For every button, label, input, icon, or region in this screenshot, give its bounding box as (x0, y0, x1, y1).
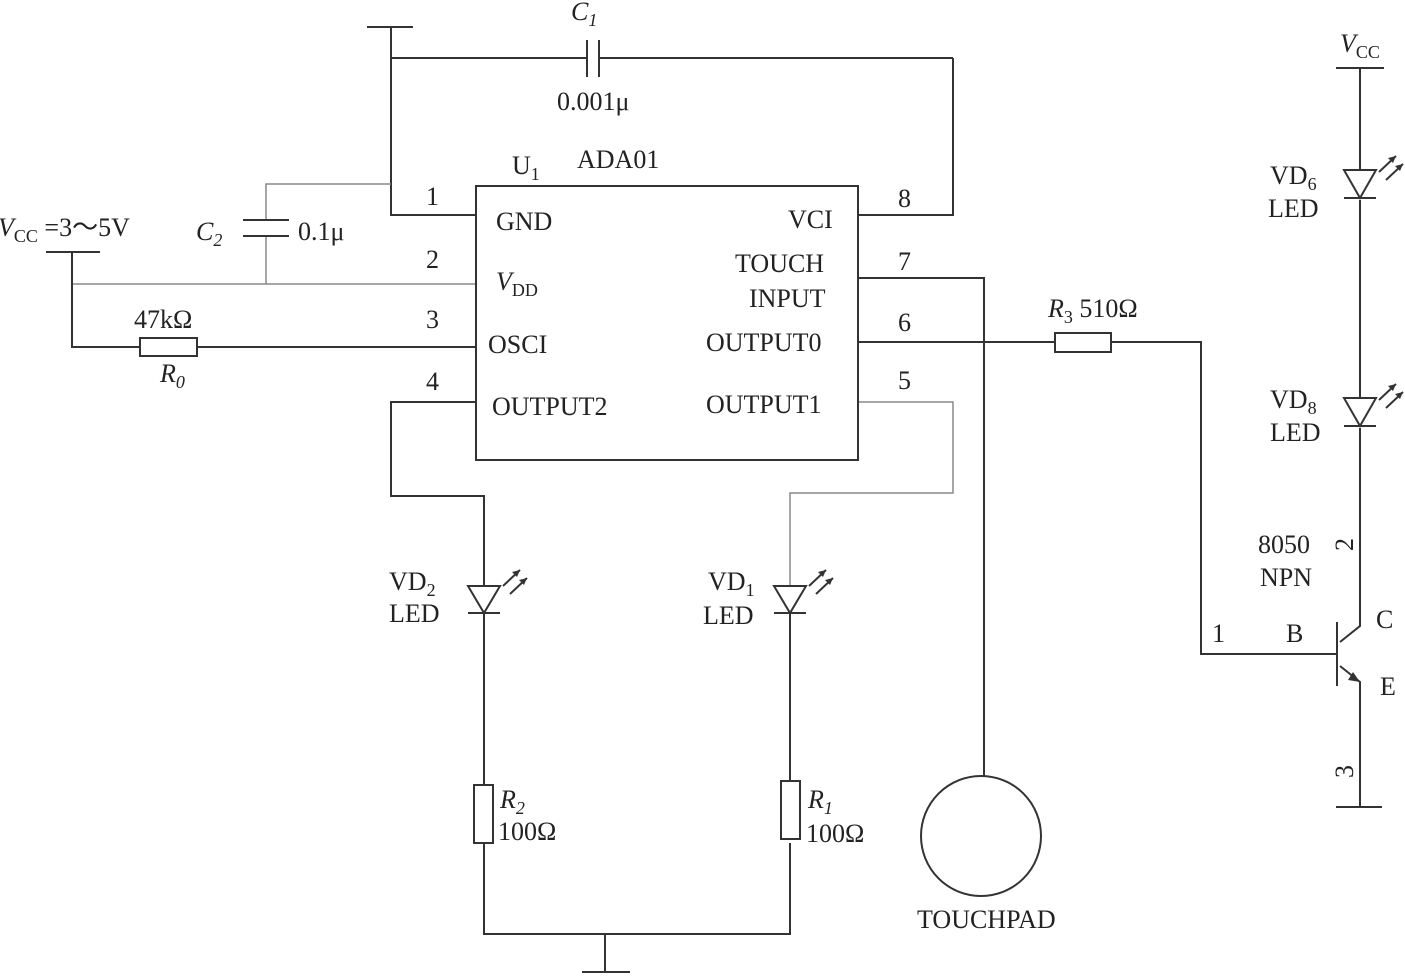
u1-part: ADA01 (577, 145, 659, 174)
led-vd2 (466, 569, 528, 615)
pin3-name: OSCI (488, 330, 547, 359)
vd1-ref: VD1 (708, 567, 755, 600)
vd2-ref: VD2 (389, 567, 436, 600)
vd8-ref: VD8 (1270, 385, 1317, 418)
touchpad-circle (920, 775, 1042, 897)
vd6-ref: VD6 (1270, 161, 1317, 194)
r2-ref: R2 (499, 785, 525, 818)
capacitor-c1 (586, 40, 600, 77)
pin1-name: GND (496, 207, 552, 236)
transistor-pin-b: B (1286, 619, 1303, 648)
wires (46, 26, 1384, 973)
r0-ref: R0 (159, 359, 185, 392)
pin6-name: OUTPUT0 (706, 328, 822, 357)
transistor-num3: 3 (1330, 765, 1359, 778)
pin5-name: OUTPUT1 (706, 390, 822, 419)
supply-label: VCC =3～5V (0, 213, 130, 246)
pin8-name: VCI (788, 205, 833, 234)
pin3-num: 3 (426, 305, 439, 334)
c1-value: 0.001μ (557, 87, 629, 116)
c2-value: 0.1μ (298, 217, 344, 246)
transistor-pin-e: E (1380, 672, 1396, 701)
transistor-num1: 1 (1212, 619, 1225, 648)
r3-label: R3 510Ω (1047, 294, 1138, 327)
led-vd6 (1342, 155, 1404, 201)
resistor-r0 (139, 337, 198, 357)
touchpad-label: TOUCHPAD (917, 905, 1056, 934)
resistor-r3 (1054, 332, 1112, 353)
capacitor-c2 (243, 219, 289, 237)
transistor-pin-c: C (1376, 605, 1393, 634)
led-vd8 (1342, 383, 1404, 429)
pin4-num: 4 (426, 367, 439, 396)
transistor-8050 (1336, 622, 1360, 686)
r1-ref: R1 (807, 785, 833, 818)
pin5-num: 5 (898, 366, 911, 395)
resistor-r1 (780, 780, 801, 840)
labels: C1 0.001μ U1 ADA01 1 GND 2 VDD 3 OSCI 4 … (0, 0, 1396, 934)
resistor-r2 (473, 784, 494, 844)
vd2-type: LED (389, 599, 440, 628)
c1-ref: C1 (571, 0, 597, 30)
transistor-part: 8050 (1258, 530, 1310, 559)
r0-value: 47kΩ (134, 305, 192, 334)
r2-value: 100Ω (498, 817, 556, 846)
pin7-name-1: TOUCH (735, 249, 824, 278)
vd1-type: LED (703, 601, 754, 630)
vcc-right-label: VCC (1340, 29, 1380, 62)
pin7-name-2: INPUT (749, 284, 826, 313)
pin8-num: 8 (898, 184, 911, 213)
pin7-num: 7 (898, 247, 911, 276)
vd6-type: LED (1268, 194, 1319, 223)
pin2-name: VDD (496, 267, 538, 300)
pin6-num: 6 (898, 308, 911, 337)
transistor-type: NPN (1260, 563, 1312, 592)
u1-ref: U1 (512, 151, 540, 184)
c2-ref: C2 (196, 217, 222, 250)
transistor-num2: 2 (1330, 538, 1359, 551)
vd8-type: LED (1270, 418, 1321, 447)
u1-chip-body (475, 185, 859, 461)
pin1-num: 1 (426, 182, 439, 211)
r1-value: 100Ω (806, 819, 864, 848)
pin4-name: OUTPUT2 (492, 392, 608, 421)
led-vd1 (772, 569, 834, 615)
pin2-num: 2 (426, 245, 439, 274)
